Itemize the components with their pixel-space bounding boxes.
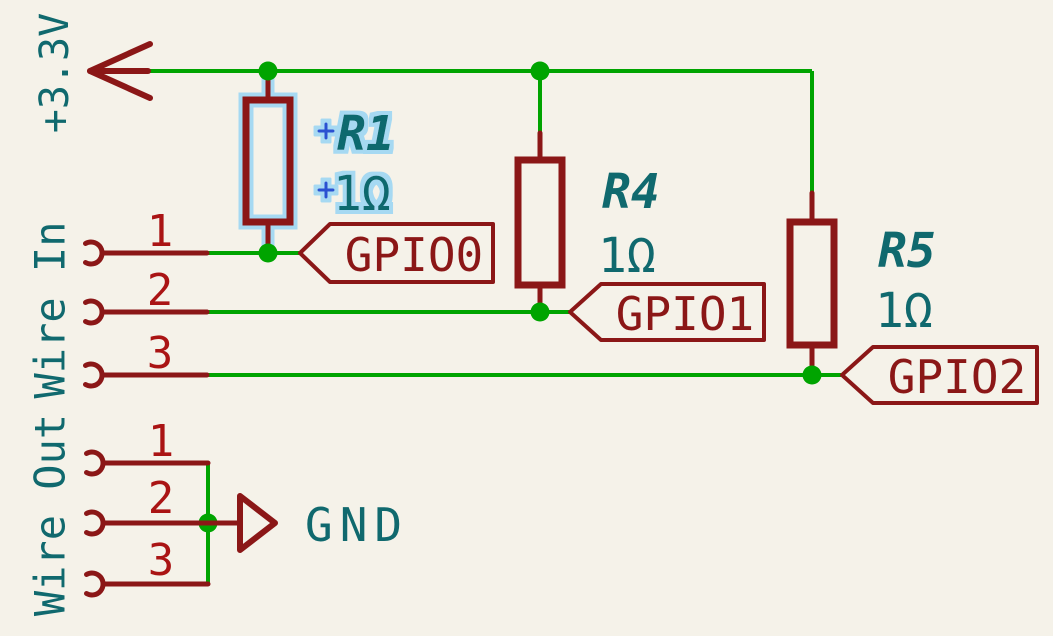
resistor-value[interactable]: 1Ω [875, 283, 933, 339]
net-label-text: GPIO1 [616, 287, 754, 341]
pin-number: 1 [148, 416, 175, 467]
connector-pin-2[interactable]: 2 [84, 473, 211, 537]
resistor-r5-symbol[interactable]: R5 1Ω [786, 190, 936, 378]
power-flag-gnd[interactable]: GND [205, 493, 409, 553]
net-label-text: GPIO2 [888, 350, 1026, 404]
connector-name: Wire In [26, 221, 75, 398]
resistor-body [514, 156, 566, 289]
connector-name: Wire Out [26, 414, 75, 616]
label-outline [568, 282, 766, 342]
field-anchor-icon [317, 181, 335, 199]
pin-number: 2 [148, 473, 175, 524]
connector-pin-1[interactable]: 1 [84, 416, 211, 477]
connector-pin-3[interactable]: 3 [83, 328, 210, 389]
junction-dot[interactable] [258, 243, 278, 263]
net-label-gpio0[interactable]: GPIO0 [298, 222, 495, 284]
resistor-ref[interactable]: R1 [337, 106, 395, 162]
resistor-value[interactable]: 1Ω [333, 166, 391, 222]
power-rail-label: +3.3V [32, 13, 78, 133]
connector-pin-1[interactable]: 1 [83, 206, 210, 267]
resistor-body [786, 218, 838, 349]
junction-dot[interactable] [802, 365, 822, 385]
gnd-label: GND [305, 498, 409, 552]
net-label-gpio2[interactable]: GPIO2 [840, 345, 1039, 405]
resistor-ref[interactable]: R4 [602, 164, 660, 220]
junction-dot[interactable] [530, 61, 550, 81]
resistor-r1-fields[interactable]: R1 1Ω [317, 106, 395, 222]
connector-pin-2[interactable]: 2 [83, 265, 210, 326]
resistor-r1-symbol[interactable] [242, 68, 294, 256]
net-label-gpio1[interactable]: GPIO1 [568, 282, 766, 342]
resistor-r4-symbol[interactable]: R4 1Ω [514, 130, 660, 315]
resistor-body [242, 96, 294, 226]
pin-number: 3 [147, 328, 174, 379]
resistor-value[interactable]: 1Ω [598, 228, 656, 284]
resistor-ref[interactable]: R5 [878, 223, 936, 279]
connector-wire-in[interactable]: Wire In 1 2 3 [26, 206, 210, 399]
junctions [198, 61, 822, 533]
field-anchor-icon [317, 122, 335, 140]
net-label-text: GPIO0 [345, 228, 483, 282]
junction-dot[interactable] [530, 302, 550, 322]
junction-dot[interactable] [258, 61, 278, 81]
pin-number: 1 [147, 206, 174, 257]
pin-number: 2 [147, 265, 174, 316]
power-arrow-icon [87, 41, 153, 101]
label-outline [298, 222, 495, 284]
power-flag-3v3[interactable]: +3.3V [32, 13, 153, 133]
label-outline [840, 345, 1039, 405]
connector-wire-out[interactable]: Wire Out 1 2 3 [26, 414, 211, 616]
connector-pin-3[interactable]: 3 [84, 535, 211, 598]
gnd-triangle-icon [237, 493, 278, 553]
pin-number: 3 [148, 535, 175, 586]
